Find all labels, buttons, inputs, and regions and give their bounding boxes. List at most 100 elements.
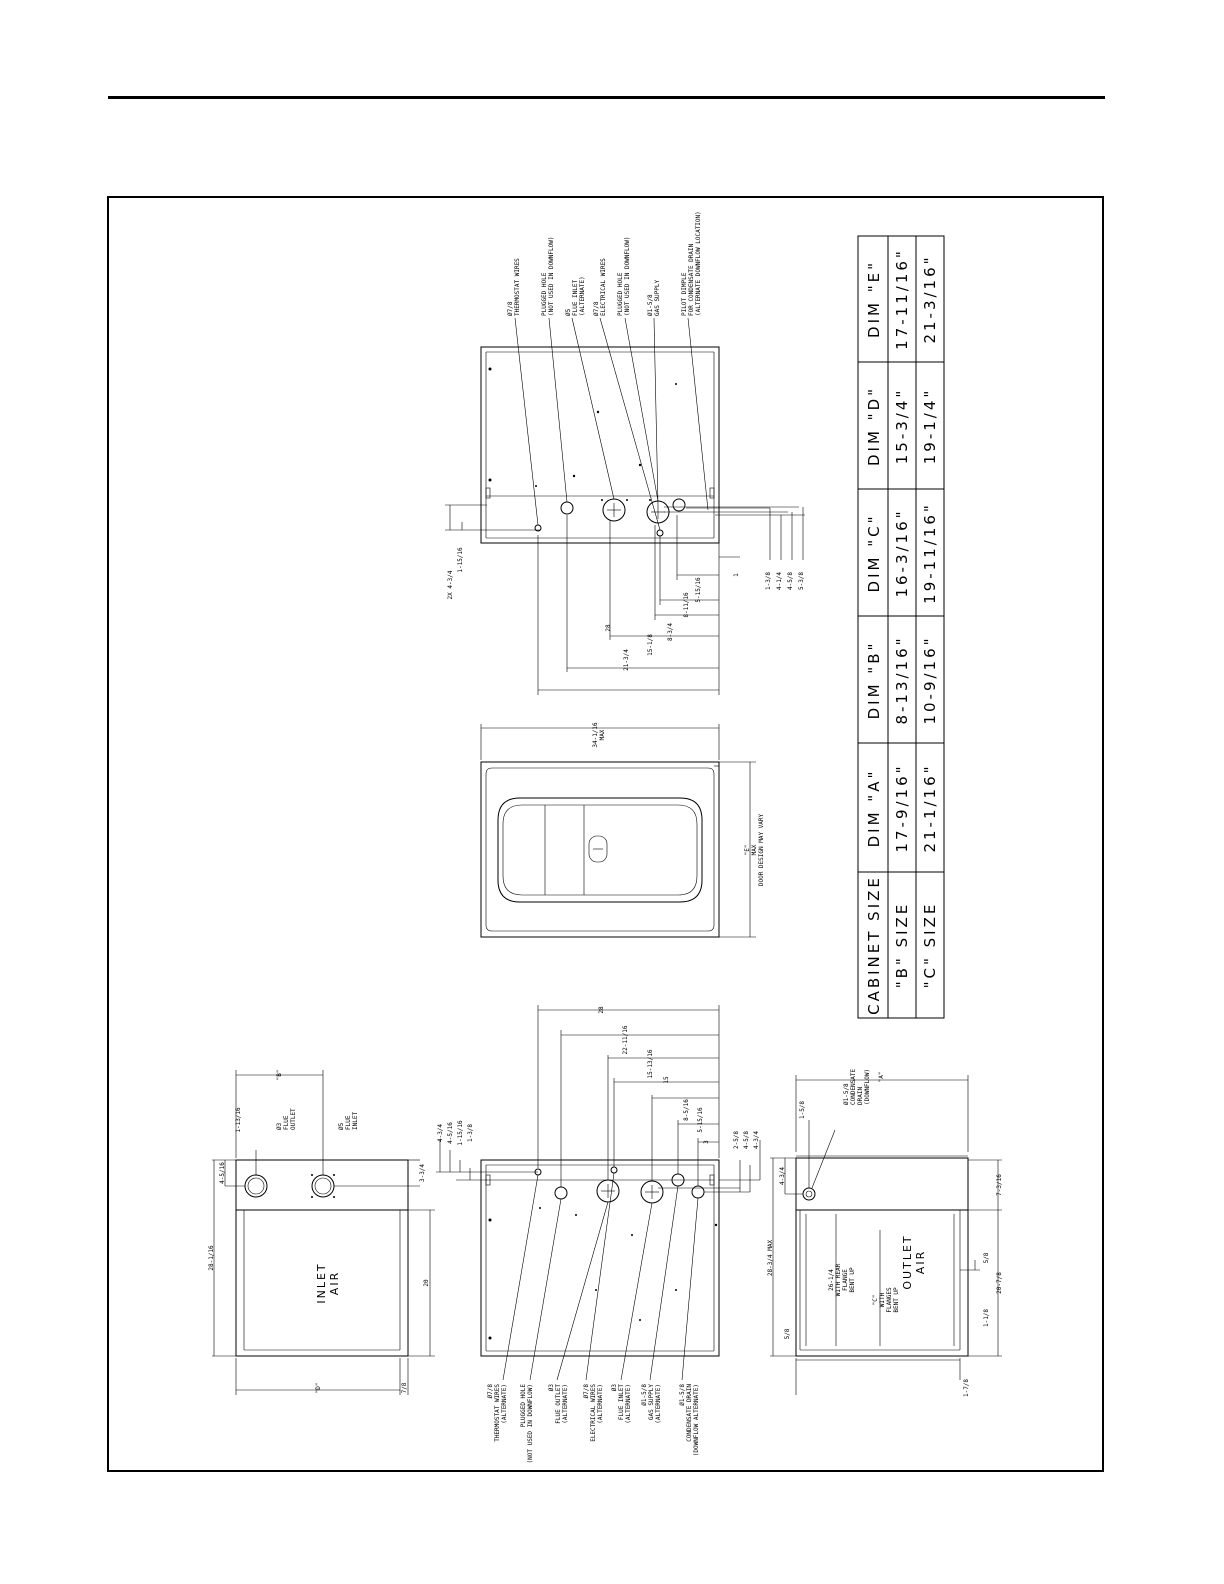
dimension-label: 8-3/4 bbox=[667, 623, 674, 641]
callout-label: Ø3FLUE OUTLET(ALTERNATE) bbox=[548, 1384, 569, 1424]
dimension-label: "E"MAXDOOR DESIGN MAY VARY bbox=[744, 813, 765, 886]
dimension-label: "A" bbox=[878, 1072, 885, 1083]
dimension-label: 3 bbox=[703, 1140, 710, 1144]
outlet-air-label: OUTLETAIR bbox=[901, 1234, 927, 1289]
dimension-label: 22-11/16 bbox=[622, 1025, 629, 1054]
dimension-label: 1-3/8 bbox=[467, 1124, 474, 1142]
callout-label: Ø1-5/8CONDENSATEDRAIN(DOWNFLOW) bbox=[843, 1068, 871, 1105]
table-cell: "C" SIZE bbox=[921, 902, 939, 989]
table-cell: 21-1/16" bbox=[921, 763, 939, 852]
dimension-label: 4-3/4 bbox=[779, 1167, 786, 1185]
dimension-label: "B" bbox=[276, 1070, 283, 1081]
dimension-label: 5-15/16 bbox=[695, 577, 702, 603]
dimension-label: 8-5/16 bbox=[683, 1099, 690, 1121]
callout-label: Ø1-5/8GAS SUPPLY(ALTERNATE) bbox=[641, 1384, 662, 1424]
table-header-cell: DIM "E" bbox=[865, 260, 883, 338]
table-cell: 15-3/4" bbox=[893, 388, 911, 465]
dimension-label: 1-3/8 bbox=[765, 572, 772, 590]
dimension-label: 1-7/8 bbox=[963, 1379, 970, 1397]
table-cell: 19-11/16" bbox=[921, 502, 939, 604]
dimension-label: 1-13/16 bbox=[235, 1107, 242, 1133]
dimension-label: 1-15/16 bbox=[457, 547, 464, 573]
dimension-label: 4-3/4 bbox=[437, 1124, 444, 1142]
dimension-label: 21-3/4 bbox=[623, 649, 630, 671]
dimension-label: 28 bbox=[605, 624, 612, 632]
dimension-label: 5-15/16 bbox=[697, 1107, 704, 1133]
dimension-label: 28-1/16 bbox=[208, 1245, 215, 1271]
dimension-label: 1 bbox=[733, 573, 740, 577]
dimension-label: 26-1/4WITH REARFLANGEBENT UP bbox=[828, 1263, 856, 1296]
dimension-label: 28 bbox=[598, 1006, 605, 1014]
callout-label: Ø3FLUE INLET(ALTERNATE) bbox=[611, 1384, 632, 1424]
outlet-view bbox=[770, 1075, 1002, 1395]
dimension-label: 5-3/8 bbox=[798, 572, 805, 590]
header-rule bbox=[108, 96, 1105, 99]
callout-label: Ø3FLUEOUTLET bbox=[276, 1108, 297, 1130]
dimension-label: 2-5/8 bbox=[733, 1131, 740, 1149]
callout-label: Ø1-5/8GAS SUPPLY bbox=[647, 279, 661, 316]
callout-label: Ø7/8ELECTRICAL WIRES(ALTERNATE) bbox=[583, 1384, 604, 1442]
dimension-label: 1-1/8 bbox=[983, 1309, 990, 1327]
inlet-view-text: INLETAIR Ø3FLUEOUTLET Ø5FLUEINLET "B" 1-13/1… bbox=[208, 1070, 430, 1394]
dimension-label: 1-5/8 bbox=[799, 1101, 806, 1119]
callout-label: Ø7/8ELECTRICAL WIRES bbox=[593, 258, 607, 316]
callout-label: Ø5FLUEINLET bbox=[338, 1112, 359, 1130]
side-view bbox=[436, 1005, 761, 1381]
callout-label: PLUGGED HOLE(NOT USED IN DOWNFLOW) bbox=[520, 1384, 534, 1464]
table-cell: 16-3/16" bbox=[893, 508, 911, 597]
table-header-cell: DIM "C" bbox=[865, 514, 883, 593]
front-view bbox=[480, 724, 756, 938]
callout-label: Ø1-5/8CONDENSATE DRAIN(DOWNFLOW ALTERNAT… bbox=[679, 1384, 700, 1457]
dimension-label: 4-3/4 bbox=[753, 1131, 760, 1149]
dimension-label: 4-5/8 bbox=[743, 1131, 750, 1149]
dimension-label: 4-5/8 bbox=[787, 572, 794, 590]
callout-label: Ø7/8THERMOSTAT WIRES bbox=[507, 258, 521, 316]
dimension-label: 15 bbox=[663, 1076, 670, 1084]
callout-label: Ø5FLUE INLET(ALTERNATE) bbox=[565, 276, 586, 316]
top-view bbox=[445, 317, 805, 695]
table-header-cell: CABINET SIZE bbox=[865, 875, 883, 1015]
dimension-label: "C"WITHFLANGESBENT UP bbox=[872, 1287, 900, 1313]
dimension-label: 20-7/8 bbox=[996, 1272, 1003, 1294]
dimension-label: "D" bbox=[315, 1383, 322, 1394]
dimension-label: 2X 4-3/4 bbox=[447, 570, 454, 599]
table-header-cell: DIM "B" bbox=[865, 641, 883, 720]
table-cell: 17-11/16" bbox=[893, 248, 911, 350]
side-view-text: Ø7/8THERMOSTAT WIRES(ALTERNATE) PLUGGED H… bbox=[437, 1006, 760, 1463]
dimension-label: 7/8 bbox=[401, 1382, 408, 1393]
top-view-text: Ø7/8THERMOSTAT WIRES PLUGGED HOLE(NOT USE… bbox=[447, 211, 805, 671]
table-cell: "B" SIZE bbox=[893, 902, 911, 989]
dimension-label: 20 bbox=[423, 1279, 430, 1287]
drawing-frame bbox=[107, 196, 1104, 1472]
dimension-label: 15-1/8 bbox=[647, 634, 654, 656]
table-header-cell: DIM "A" bbox=[865, 769, 883, 848]
callout-label: PLUGGED HOLE(NOT USED IN DOWNFLOW) bbox=[541, 237, 555, 316]
outlet-view-text: OUTLETAIR Ø1-5/8CONDENSATEDRAIN(DOWNFLOW)… bbox=[767, 1068, 1003, 1397]
dimension-label: 4-1/4 bbox=[776, 572, 783, 590]
dimension-label: 7-3/16 bbox=[996, 1174, 1003, 1196]
inlet-view bbox=[212, 1070, 435, 1395]
dimension-label: 28-3/4 MAX bbox=[767, 1240, 774, 1277]
dimension-label: 15-13/16 bbox=[647, 1049, 654, 1078]
callout-label: Ø7/8THERMOSTAT WIRES(ALTERNATE) bbox=[487, 1384, 508, 1442]
dimension-label: 5/8 bbox=[784, 1328, 791, 1339]
dimension-label: 5/8 bbox=[983, 1252, 990, 1263]
table-cell: 19-1/4" bbox=[921, 388, 939, 465]
table-cell: 10-9/16" bbox=[921, 635, 939, 724]
dimension-label: 4-5/16 bbox=[447, 1122, 454, 1144]
inlet-air-label: INLETAIR bbox=[315, 1262, 341, 1303]
table-cell: 21-3/16" bbox=[921, 254, 939, 343]
table-header-cell: DIM "D" bbox=[865, 386, 883, 466]
table-cell: 8-13/16" bbox=[893, 635, 911, 724]
dimension-label: 1-15/16 bbox=[457, 1120, 464, 1146]
dimension-label: 34-1/16MAX bbox=[592, 722, 606, 748]
front-view-text: 34-1/16MAX "E"MAXDOOR DESIGN MAY VARY bbox=[592, 722, 765, 886]
dimension-table-text: CABINET SIZE DIM "A" DIM "B" DIM "C" DIM "D"… bbox=[865, 248, 939, 1015]
callout-label: PLUGGED HOLE(NOT USED IN DOWNFLOW) bbox=[617, 237, 631, 316]
dimension-label: 4-5/16 bbox=[219, 1162, 226, 1184]
table-cell: 17-9/16" bbox=[893, 763, 911, 852]
dimension-table bbox=[857, 235, 945, 1019]
dimension-label: 3-3/4 bbox=[419, 1164, 426, 1182]
callout-label: PILOT DIMPLEFOR CONDENSATE DRAIN(ALTERNA… bbox=[681, 211, 702, 316]
